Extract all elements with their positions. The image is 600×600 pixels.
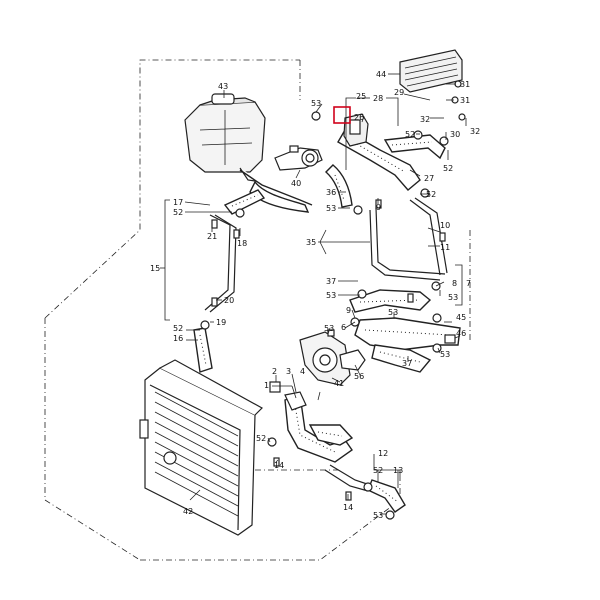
callout-12: 12 (378, 449, 388, 458)
callout-52: 52 (256, 434, 266, 443)
callout-52: 52 (405, 130, 415, 139)
callout-13: 13 (393, 466, 403, 475)
callout-21: 21 (207, 232, 217, 241)
radiator (139, 359, 263, 536)
coolant-hoses (193, 129, 461, 513)
callout-52: 52 (426, 190, 436, 199)
callout-44: 44 (376, 70, 386, 79)
callout-53: 53 (326, 291, 336, 300)
callout-30: 30 (450, 130, 460, 139)
callout-11: 11 (440, 243, 450, 252)
callout-16: 16 (173, 334, 183, 343)
callout-36: 36 (326, 188, 336, 197)
callout-53: 53 (448, 293, 458, 302)
callout-27: 27 (424, 174, 434, 183)
callout-4: 4 (300, 367, 305, 376)
callout-14: 14 (274, 461, 284, 470)
callout-3: 3 (286, 367, 291, 376)
callout-46: 46 (456, 329, 466, 338)
callout-35: 35 (306, 238, 316, 247)
callout-18: 18 (237, 239, 247, 248)
water-pump-41 (299, 331, 366, 386)
callout-1: 1 (264, 381, 269, 390)
callout-52: 52 (173, 324, 183, 333)
callout-40: 40 (291, 179, 301, 188)
callout-10: 10 (440, 221, 450, 230)
callout-31: 31 (460, 80, 470, 89)
callout-32: 32 (470, 127, 480, 136)
callout-53: 53 (326, 204, 336, 213)
callout-8: 8 (452, 279, 457, 288)
coolant-flange-40 (274, 145, 323, 171)
callout-9: 9 (376, 203, 381, 212)
highlight-box-26 (333, 106, 351, 124)
callout-41: 41 (334, 379, 344, 388)
callout-14: 14 (343, 503, 353, 512)
callout-53: 53 (324, 324, 334, 333)
callout-37: 37 (326, 277, 336, 286)
clamps-and-bolts (200, 80, 466, 520)
coolant-pipes (204, 169, 448, 492)
callout-53: 53 (373, 511, 383, 520)
callout-25: 25 (356, 92, 366, 101)
callout-26: 26 (354, 113, 364, 122)
callout-53: 53 (388, 308, 398, 317)
callout-labels: 43 44 31 31 28 29 32 32 30 25 26 53 52 5… (150, 70, 480, 520)
callout-52: 52 (373, 466, 383, 475)
callout-45: 45 (456, 313, 466, 322)
callout-56: 56 (354, 372, 364, 381)
callout-31: 31 (460, 96, 470, 105)
callout-32: 32 (420, 115, 430, 124)
callout-9: 9 (346, 306, 351, 315)
leader-lines (160, 73, 467, 515)
callout-19: 19 (216, 318, 226, 327)
callout-43: 43 (218, 82, 228, 91)
connector-2-3-4 (269, 381, 307, 411)
callout-28: 28 (373, 94, 383, 103)
callout-52: 52 (443, 164, 453, 173)
callout-7: 7 (466, 279, 471, 288)
callout-17: 17 (173, 198, 183, 207)
callout-42: 42 (183, 507, 193, 516)
callout-15: 15 (150, 264, 160, 273)
callout-52: 52 (173, 208, 183, 217)
callout-53: 53 (311, 99, 321, 108)
callout-6: 6 (341, 323, 346, 332)
callout-20: 20 (224, 296, 234, 305)
callout-37: 37 (402, 359, 412, 368)
callout-53: 53 (440, 350, 450, 359)
callout-29: 29 (394, 88, 404, 97)
callout-2: 2 (272, 367, 277, 376)
oil-cooler (399, 49, 463, 93)
expansion-tank (184, 93, 266, 183)
